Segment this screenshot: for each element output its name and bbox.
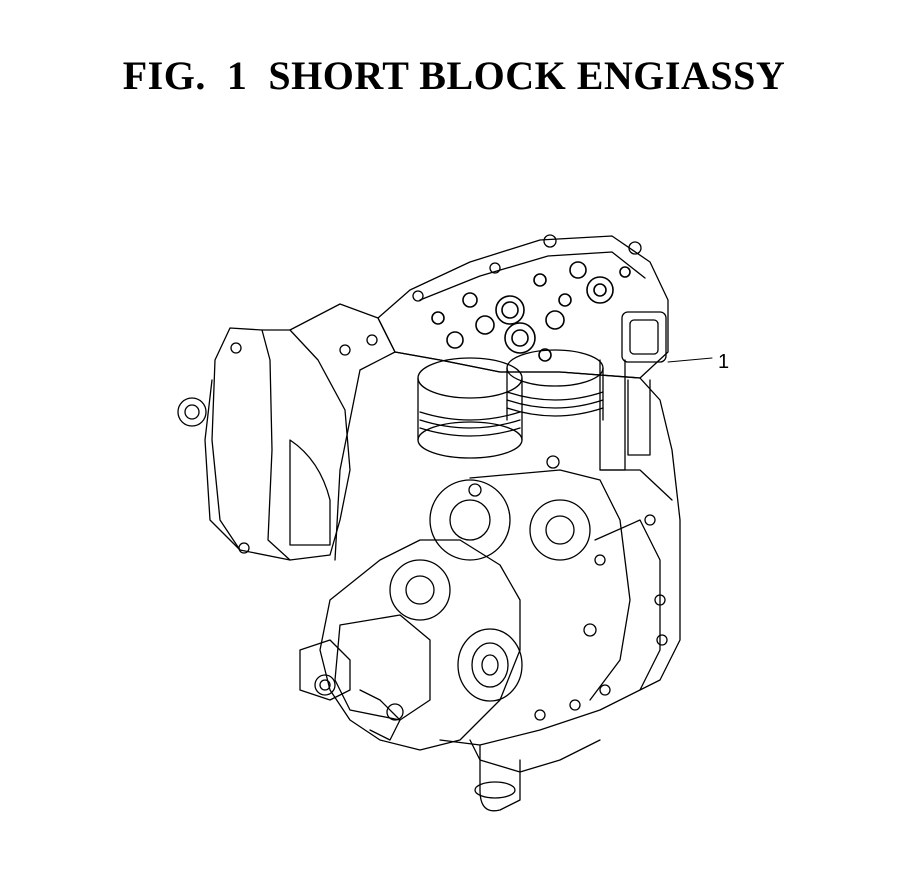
callout-leader-1 <box>667 357 713 363</box>
head-ports <box>431 261 631 362</box>
front-cover <box>177 327 351 561</box>
callout-label-1: 1 <box>718 351 729 373</box>
pistons <box>417 349 651 471</box>
gear-housing <box>299 479 591 751</box>
figure-title: FIG. 1 SHORT BLOCK ENGIASSY <box>122 53 786 98</box>
oil-pipe <box>474 744 521 812</box>
engine-block <box>289 303 681 773</box>
cylinder-head <box>377 234 669 379</box>
